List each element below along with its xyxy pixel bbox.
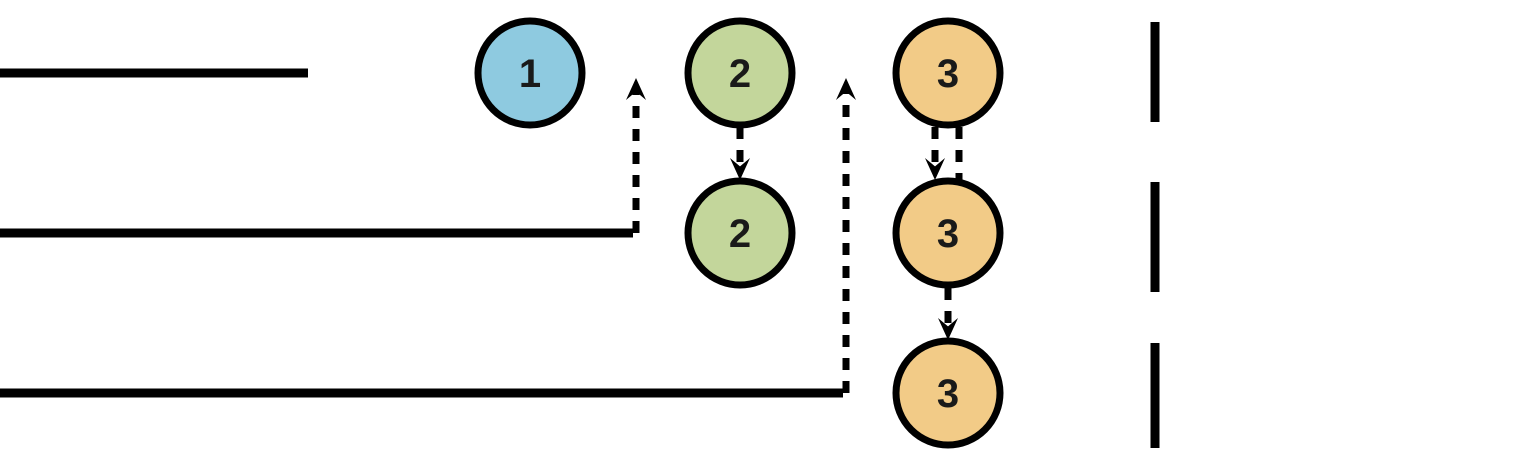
timeline-1 <box>0 22 1160 122</box>
fork-return-2 <box>626 78 646 233</box>
nodes-layer: 1 2 3 2 3 3 <box>474 17 1004 449</box>
spawn-2 <box>730 127 750 180</box>
node-3-orange-bottom-circle[interactable] <box>892 337 1004 449</box>
fork-return-2-arrow-head <box>626 78 646 100</box>
timeline-2 <box>0 182 1160 292</box>
node-2-green-top-label: 2 <box>729 52 751 96</box>
dashed-connectors-layer <box>626 78 963 393</box>
node-3-orange-mid-circle[interactable] <box>892 177 1004 289</box>
spawn-3-a <box>925 127 945 180</box>
fork-return-3 <box>836 78 856 393</box>
node-1-blue-label: 1 <box>519 52 541 96</box>
node-2-green-top[interactable]: 2 <box>684 17 796 129</box>
timeline-3 <box>0 343 1160 448</box>
spawn-2-arrow-head <box>730 158 750 180</box>
node-3-orange-top-circle[interactable] <box>892 17 1004 129</box>
node-2-green-mid-label: 2 <box>729 212 751 256</box>
fork-return-3-arrow-head <box>836 78 856 100</box>
spawn-3-c <box>938 288 958 340</box>
node-3-orange-top[interactable]: 3 <box>892 17 1004 129</box>
node-2-green-top-circle[interactable] <box>684 17 796 129</box>
node-2-green-mid[interactable]: 2 <box>684 177 796 289</box>
node-3-orange-top-label: 3 <box>937 52 959 96</box>
node-2-green-mid-circle[interactable] <box>684 177 796 289</box>
spawn-3-c-arrow-head <box>938 318 958 340</box>
node-3-orange-mid[interactable]: 3 <box>892 177 1004 289</box>
node-1-blue-circle[interactable] <box>474 17 586 129</box>
node-3-orange-bottom-label: 3 <box>937 372 959 416</box>
timelines-layer <box>0 22 1160 448</box>
node-3-orange-mid-label: 3 <box>937 212 959 256</box>
node-1-blue[interactable]: 1 <box>474 17 586 129</box>
node-3-orange-bottom[interactable]: 3 <box>892 337 1004 449</box>
spawn-3-a-arrow-head <box>925 158 945 180</box>
